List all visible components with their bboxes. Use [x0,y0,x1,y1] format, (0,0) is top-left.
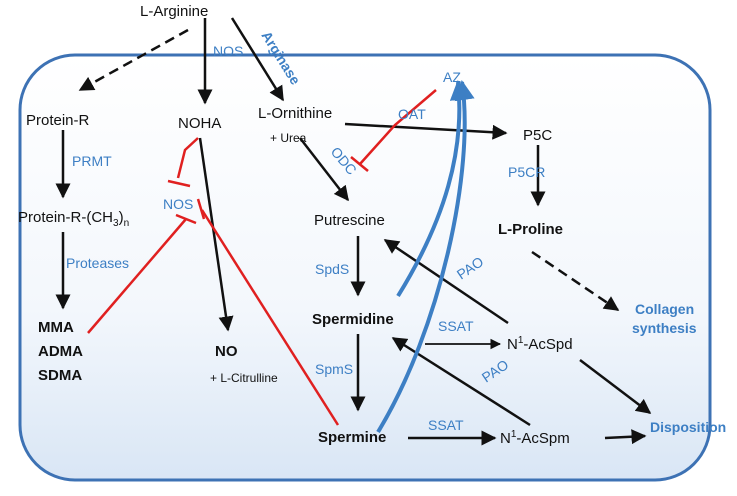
node-noha: NOHA [178,115,221,132]
inhibit-az-odc-bar [350,156,369,172]
enzyme-proteases: Proteases [66,255,129,271]
node-mma: MMA [38,319,74,336]
enzyme-ssat-1: SSAT [438,318,474,334]
node-sdma: SDMA [38,367,82,384]
enzyme-spms: SpmS [315,361,353,377]
enzyme-spds: SpdS [315,261,349,277]
arrow-acspm-disposition [604,429,647,445]
arrow-acspd-putrescine [383,238,509,325]
inhibit-spermine-nos-bar [196,198,206,220]
enzyme-ssat-2: SSAT [428,417,464,433]
node-collagen-2: synthesis [632,320,697,336]
inhibit-noha-nos [176,137,199,179]
inhibit-noha-nos-bar [167,179,191,188]
spermine-az-curve [376,80,475,434]
node-spermidine: Spermidine [312,311,394,328]
inhibit-mma-nos [87,218,187,334]
blue-feedback [376,80,475,434]
enzyme-nos-inhibited: NOS [163,196,193,212]
inhibit-spermine-nos [200,209,340,426]
spermidine-az-curve [396,80,470,298]
node-protein-rch3: Protein-R-(CH3)n [18,209,129,229]
arrow-acspd-disposition [579,359,652,414]
arrow-proline-collagen [531,250,620,312]
node-proline: L-Proline [498,221,563,238]
arrow-ornithine-p5c [344,122,508,140]
node-p5c: P5C [523,127,552,144]
arrow-arginine-ornithine [230,17,285,102]
enzyme-p5cr: P5CR [508,164,545,180]
node-acspm: N1-AcSpm [500,429,570,447]
node-adma: ADMA [38,343,83,360]
node-urea: + Urea [270,131,307,145]
node-no: NO [215,343,238,360]
node-acspd: N1-AcSpd [507,335,573,353]
node-arginine: L-Arginine [140,3,208,20]
arrow-arginine-protein [78,28,189,92]
inhibition-lines [87,89,437,426]
enzyme-oat: OAT [398,106,426,122]
enzyme-nos-top: NOS [213,43,243,59]
node-spermine: Spermine [318,429,386,446]
node-collagen-1: Collagen [635,301,694,317]
node-disposition: Disposition [650,419,726,435]
arrow-noha-no [198,137,234,332]
node-protein-r: Protein-R [26,112,90,129]
enzyme-az: AZ [443,69,461,85]
inhibit-mma-nos-bar [175,213,197,225]
inhibit-az-odc [359,89,437,165]
node-putrescine: Putrescine [314,212,385,229]
arrow-ornithine-putrescine [299,137,349,202]
node-citrulline: + L-Citrulline [210,371,278,385]
enzyme-prmt: PRMT [72,153,112,169]
node-ornithine: L-Ornithine [258,105,332,122]
